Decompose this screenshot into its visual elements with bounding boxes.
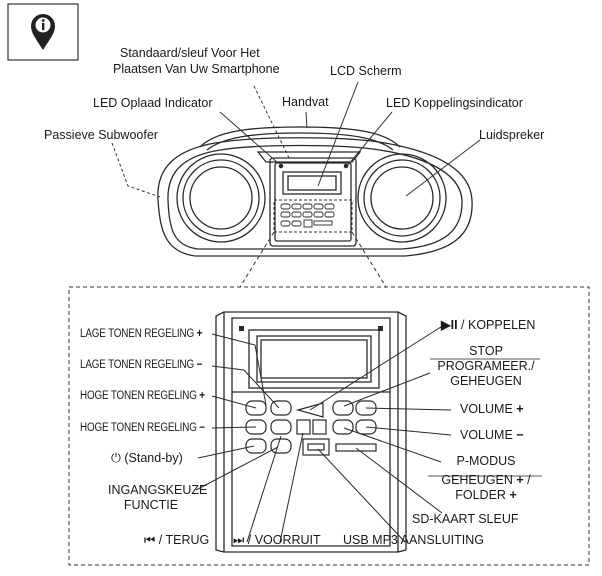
label-stop-line3: GEHEUGEN xyxy=(450,374,522,388)
label-volume-minus-text: VOLUME xyxy=(460,428,513,442)
top-leader-lines xyxy=(111,81,481,288)
control-panel xyxy=(215,311,407,553)
play-pause-icon: ▶II xyxy=(441,318,458,332)
label-volume-plus: VOLUME + xyxy=(460,402,524,417)
label-treble-plus: HOGE TONEN REGELING + xyxy=(80,389,205,404)
label-standby: ⏻ (Stand-by) xyxy=(111,451,183,466)
label-bass-plus-text: LAGE TONEN REGELING xyxy=(80,328,194,340)
label-forward: ⏭ / VOORRUIT xyxy=(233,533,321,548)
label-back: ⏮ / TERUG xyxy=(144,533,209,548)
label-folder-text: FOLDER xyxy=(455,488,506,502)
plus-icon: + xyxy=(196,328,203,340)
label-memory-line2: FOLDER + xyxy=(424,488,548,503)
label-sd-slot: SD-KAART SLEUF xyxy=(412,512,519,526)
minus-icon: − xyxy=(199,422,205,434)
label-volume-plus-text: VOLUME xyxy=(460,402,513,416)
label-standby-text: (Stand-by) xyxy=(124,451,183,465)
label-input-line1: INGANGSKEUZE xyxy=(108,483,208,497)
previous-track-icon: ⏮ xyxy=(144,533,156,547)
label-standaard-line1: Standaard/sleuf Voor Het xyxy=(120,46,260,60)
boombox-mini-buttons xyxy=(280,203,335,228)
label-standaard-line2: Plaatsen Van Uw Smartphone xyxy=(113,62,280,76)
label-memory-group: GEHEUGEN + / FOLDER + xyxy=(424,473,548,503)
slash-separator: / xyxy=(527,473,531,487)
label-bass-minus: LAGE TONEN REGELING − xyxy=(80,358,202,373)
label-memory-text: GEHEUGEN xyxy=(441,473,513,487)
label-play-pair-text: / KOPPELEN xyxy=(461,318,536,332)
label-treble-minus-text: HOGE TONEN REGELING xyxy=(80,422,197,434)
plus-icon: + xyxy=(516,473,524,487)
label-input-select: INGANGSKEUZE FUNCTIE xyxy=(108,483,208,513)
label-led-koppeling: LED Koppelingsindicator xyxy=(386,96,523,110)
label-volume-minus: VOLUME − xyxy=(460,428,524,443)
label-back-text: / TERUG xyxy=(158,533,210,547)
label-subwoofer: Passieve Subwoofer xyxy=(44,128,158,142)
label-luidspreker: Luidspreker xyxy=(479,128,545,142)
label-bass-plus: LAGE TONEN REGELING + xyxy=(80,327,202,342)
zoom-panel-frame xyxy=(68,286,590,566)
info-pin-icon xyxy=(7,3,79,61)
plus-icon: + xyxy=(516,402,524,416)
label-stop-line2: PROGRAMEER./ xyxy=(437,359,535,373)
label-memory-line1: GEHEUGEN + / xyxy=(424,473,548,488)
label-treble-minus: HOGE TONEN REGELING − xyxy=(80,421,205,436)
boombox-body xyxy=(157,126,473,257)
label-stop-group: STOP PROGRAMEER./ GEHEUGEN xyxy=(428,344,544,389)
label-input-line2: FUNCTIE xyxy=(123,498,179,512)
label-led-oplaad: LED Oplaad Indicator xyxy=(93,96,213,110)
minus-icon: − xyxy=(516,428,524,442)
label-play-pair: ▶II / KOPPELEN xyxy=(441,318,535,333)
next-track-icon: ⏭ xyxy=(233,533,245,547)
label-treble-plus-text: HOGE TONEN REGELING xyxy=(80,390,197,402)
power-icon: ⏻ xyxy=(111,451,121,465)
plus-icon: + xyxy=(509,488,517,502)
plus-icon: + xyxy=(199,390,205,402)
label-pmode: P-MODUS xyxy=(456,454,516,468)
label-bass-minus-text: LAGE TONEN REGELING xyxy=(80,359,194,371)
label-stop-line1: STOP xyxy=(469,344,503,358)
panel-buttons xyxy=(245,400,377,456)
label-usb: USB MP3 AANSLUITING xyxy=(343,533,485,547)
zoom-source-box xyxy=(273,199,353,233)
minus-icon: − xyxy=(196,359,203,371)
label-handvat: Handvat xyxy=(282,95,329,109)
label-lcd-scherm: LCD Scherm xyxy=(330,64,402,78)
panel-leader-lines xyxy=(195,324,452,543)
label-forward-text: / VOORRUIT xyxy=(247,533,321,547)
